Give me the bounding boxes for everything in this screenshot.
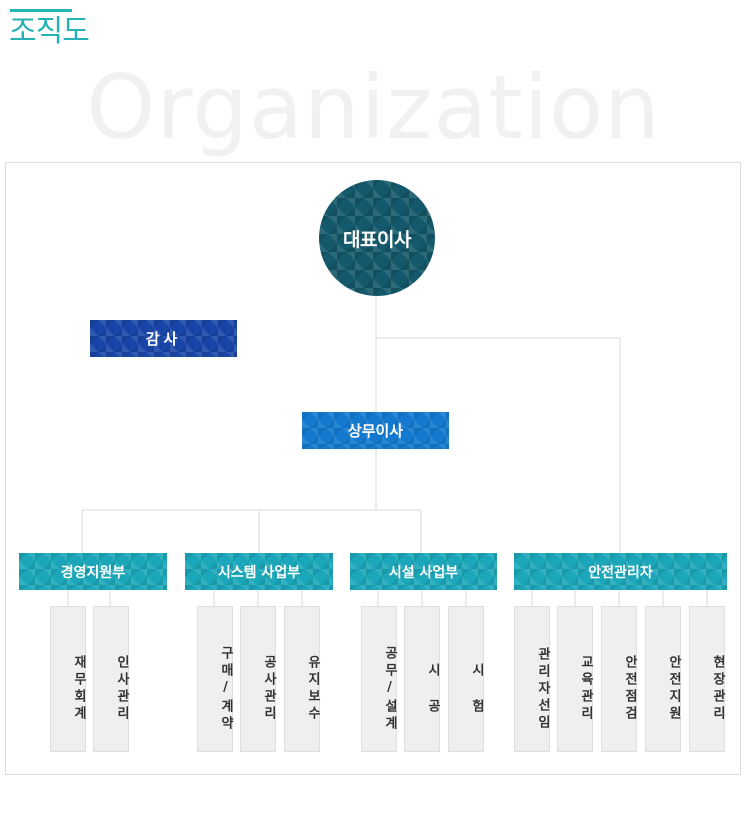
team-box: 안전점검 <box>601 606 637 752</box>
page-title: 조직도 <box>9 14 90 49</box>
team-box: 공사관리 <box>240 606 276 752</box>
org-chart-frame <box>5 162 741 775</box>
team-box: 시 공 <box>404 606 440 752</box>
team-box: 현장관리 <box>689 606 725 752</box>
team-box: 유지보수 <box>284 606 320 752</box>
dept-management-support: 경영지원부 <box>19 553 167 590</box>
dept-facility-business: 시설 사업부 <box>350 553 497 590</box>
managing-director-node: 상무이사 <box>302 412 449 449</box>
title-accent-bar <box>10 9 72 12</box>
dept-safety-manager: 안전관리자 <box>514 553 727 590</box>
team-box: 구매/계약 <box>197 606 233 752</box>
team-box: 안전지원 <box>645 606 681 752</box>
audit-node: 감사 <box>90 320 237 357</box>
team-box: 공무/설계 <box>361 606 397 752</box>
team-box: 시 험 <box>448 606 484 752</box>
team-box: 관리자선임 <box>514 606 550 752</box>
team-box: 교육관리 <box>557 606 593 752</box>
team-box: 재무회계 <box>50 606 86 752</box>
watermark-text: Organization <box>86 56 661 159</box>
ceo-node: 대표이사 <box>319 180 435 296</box>
team-box: 인사관리 <box>93 606 129 752</box>
dept-system-business: 시스템 사업부 <box>185 553 333 590</box>
